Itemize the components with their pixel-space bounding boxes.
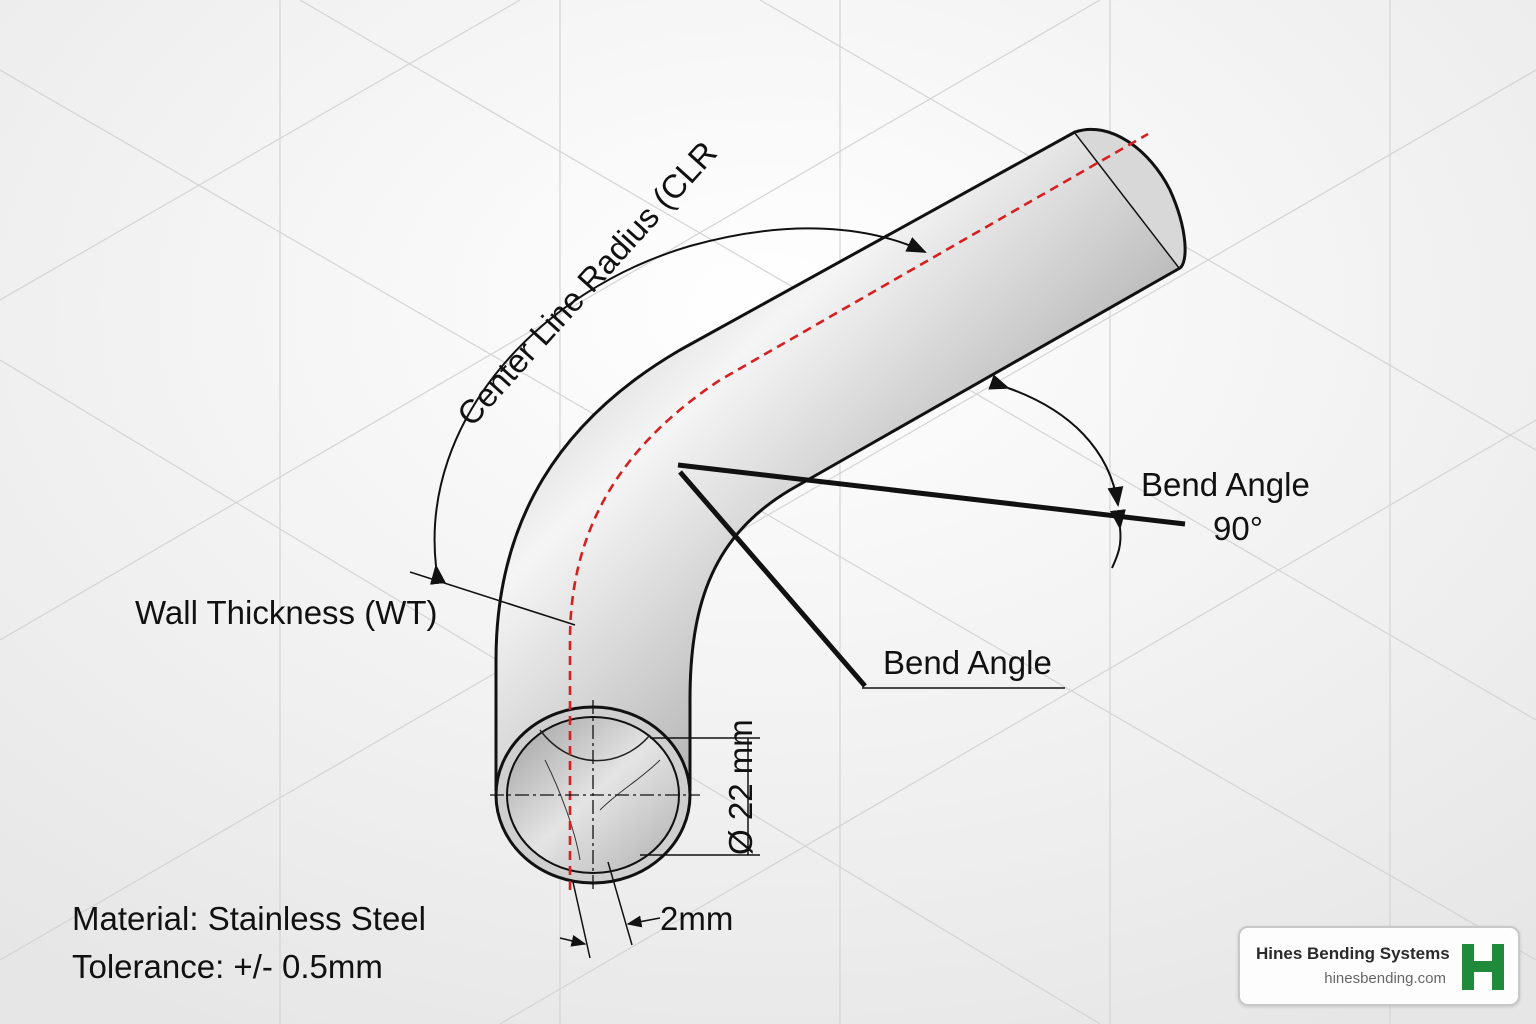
- h-logo-icon: [1462, 944, 1504, 990]
- brand-url: hinesbending.com: [1324, 970, 1446, 987]
- bend-angle-value: 90°: [1213, 510, 1263, 547]
- thickness-dimension: [559, 861, 661, 959]
- bend-angle-line-lower: [678, 470, 867, 688]
- bend-angle-label-top: Bend Angle: [1141, 466, 1310, 503]
- material-note: Material: Stainless Steel: [72, 900, 426, 937]
- diameter-dimension: [640, 737, 760, 856]
- bend-angle-arc-lower: [1109, 509, 1126, 569]
- tube-inner-crease: [544, 759, 661, 861]
- tolerance-note: Tolerance: +/- 0.5mm: [72, 948, 383, 985]
- end-axes: [490, 700, 700, 890]
- bend-angle-line-upper: [677, 462, 1186, 527]
- brand-name: Hines Bending Systems: [1256, 944, 1450, 963]
- bend-angle-arc: [988, 374, 1124, 507]
- thickness-label: 2mm: [660, 900, 733, 937]
- wt-leader: [409, 571, 576, 626]
- tube-top-end: [1074, 127, 1187, 270]
- clr-arc-arrow: [429, 227, 927, 585]
- diameter-label: Ø 22 mm: [722, 719, 759, 855]
- wall-thickness-label: Wall Thickness (WT): [135, 594, 438, 631]
- tube-inner-shadow: [539, 729, 651, 762]
- brand-badge: Hines Bending Systems hinesbending.com: [1238, 926, 1520, 1006]
- bend-angle-label-lower: Bend Angle: [883, 644, 1052, 681]
